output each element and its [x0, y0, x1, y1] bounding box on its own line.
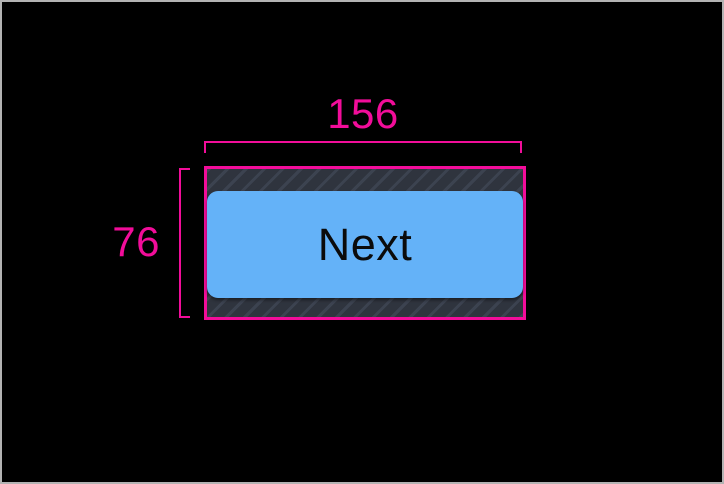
- height-measurement-label: 76: [112, 218, 160, 265]
- next-button[interactable]: Next: [207, 191, 523, 298]
- widget-bounds-outline: Next: [204, 166, 526, 320]
- width-measure-bracket: [204, 141, 522, 153]
- width-measurement-label: 156: [327, 90, 399, 137]
- height-measure-bracket: [179, 168, 190, 318]
